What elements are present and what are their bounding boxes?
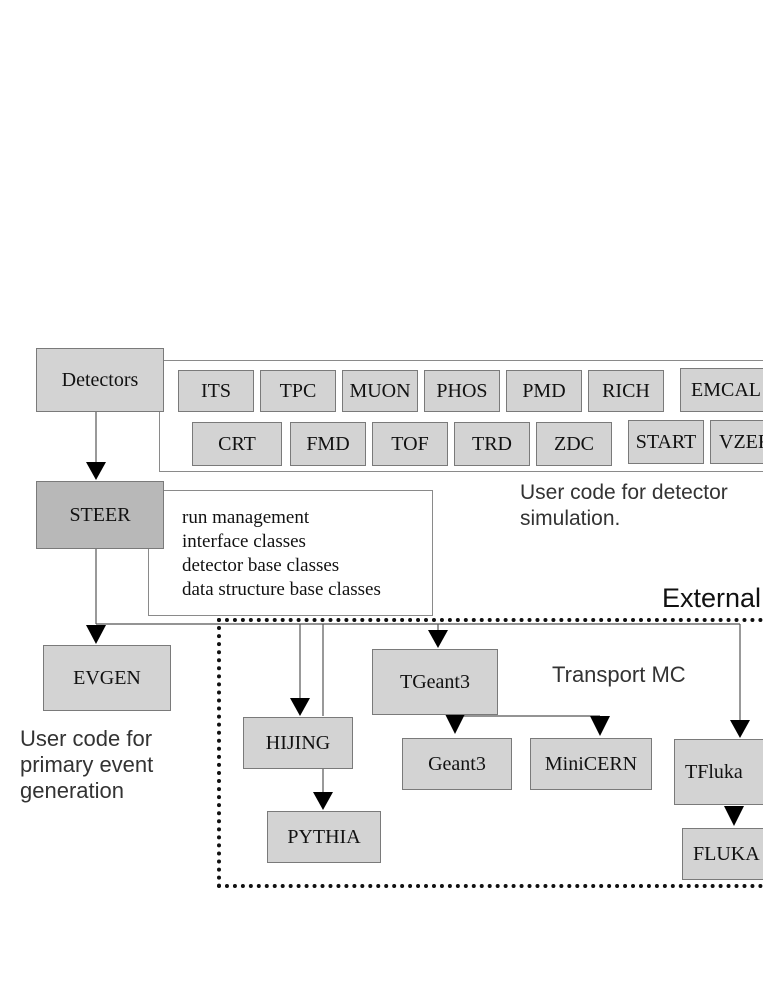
module-fmd: FMD: [290, 422, 366, 466]
module-pmd: PMD: [506, 370, 582, 412]
tfluka-box: TFluka: [674, 739, 763, 805]
tgeant3-label: TGeant3: [400, 670, 470, 693]
steer-item: detector base classes: [182, 555, 340, 576]
pythia-label: PYTHIA: [287, 825, 361, 848]
module-label: START: [635, 430, 697, 453]
arrow-to-tgeant3: [428, 630, 448, 648]
module-phos: PHOS: [424, 370, 500, 412]
hijing-label: HIJING: [265, 731, 331, 754]
module-label: RICH: [602, 379, 650, 402]
module-tof: TOF: [372, 422, 448, 466]
description-line: User code for detector: [520, 481, 728, 504]
arrow-to-fluka: [724, 806, 744, 826]
description-line: primary event: [20, 752, 154, 777]
tfluka-label: TFluka: [685, 760, 743, 783]
module-label: CRT: [218, 432, 256, 455]
steer-classes-panel: [148, 490, 433, 616]
detectors-box: Detectors: [36, 348, 164, 412]
module-label: TPC: [279, 379, 317, 402]
module-label: PHOS: [436, 379, 488, 402]
module-emcal: EMCAL: [680, 368, 763, 412]
module-crt: CRT: [192, 422, 282, 466]
transport-mc-label: Transport MC: [552, 662, 686, 687]
steer-item: interface classes: [182, 531, 306, 552]
detectors-description: User code for detector simulation.: [520, 480, 728, 532]
module-label: ZDC: [554, 432, 594, 455]
external-title: External: [662, 583, 762, 613]
module-label: VZERO: [719, 430, 763, 453]
arrow-to-minicern: [590, 716, 610, 736]
geant3-label: Geant3: [428, 752, 486, 775]
evgen-label: EVGEN: [73, 666, 141, 689]
module-start: START: [628, 420, 704, 464]
module-label: ITS: [201, 379, 231, 402]
arrow-to-tfluka: [730, 720, 750, 738]
arrow-detectors-steer: [86, 462, 106, 480]
external-region-border: [217, 618, 763, 888]
pythia-box: PYTHIA: [267, 811, 381, 863]
module-zdc: ZDC: [536, 422, 612, 466]
evgen-description: User code for primary event generation: [20, 726, 153, 804]
detectors-label: Detectors: [61, 368, 139, 391]
arrow-to-geant3: [445, 714, 465, 734]
description-line: User code for: [20, 726, 153, 751]
steer-class-list: run management interface classes detecto…: [182, 506, 381, 602]
module-its: ITS: [178, 370, 254, 412]
module-label: MUON: [349, 379, 411, 402]
steer-item: run management: [182, 507, 310, 528]
module-label: TOF: [391, 432, 429, 455]
hijing-box: HIJING: [243, 717, 353, 769]
module-trd: TRD: [454, 422, 530, 466]
fluka-label: FLUKA: [693, 842, 760, 865]
module-label: PMD: [522, 379, 566, 402]
module-label: EMCAL: [691, 378, 761, 401]
module-label: TRD: [472, 432, 512, 455]
module-vzero: VZERO: [710, 420, 763, 464]
module-muon: MUON: [342, 370, 418, 412]
module-label: FMD: [306, 432, 350, 455]
steer-box: STEER: [36, 481, 164, 549]
minicern-label: MiniCERN: [544, 752, 638, 775]
minicern-box: MiniCERN: [530, 738, 652, 790]
evgen-box: EVGEN: [43, 645, 171, 711]
arrow-steer-evgen: [86, 625, 106, 644]
module-rich: RICH: [588, 370, 664, 412]
tgeant3-box: TGeant3: [372, 649, 498, 715]
steer-item: data structure base classes: [182, 579, 381, 600]
description-line: simulation.: [520, 507, 621, 530]
steer-label: STEER: [69, 503, 131, 526]
description-line: generation: [20, 778, 124, 803]
module-tpc: TPC: [260, 370, 336, 412]
geant3-box: Geant3: [402, 738, 512, 790]
fluka-box: FLUKA: [682, 828, 763, 880]
arrow-to-hijing: [290, 698, 310, 716]
arrow-to-pythia: [313, 792, 333, 810]
